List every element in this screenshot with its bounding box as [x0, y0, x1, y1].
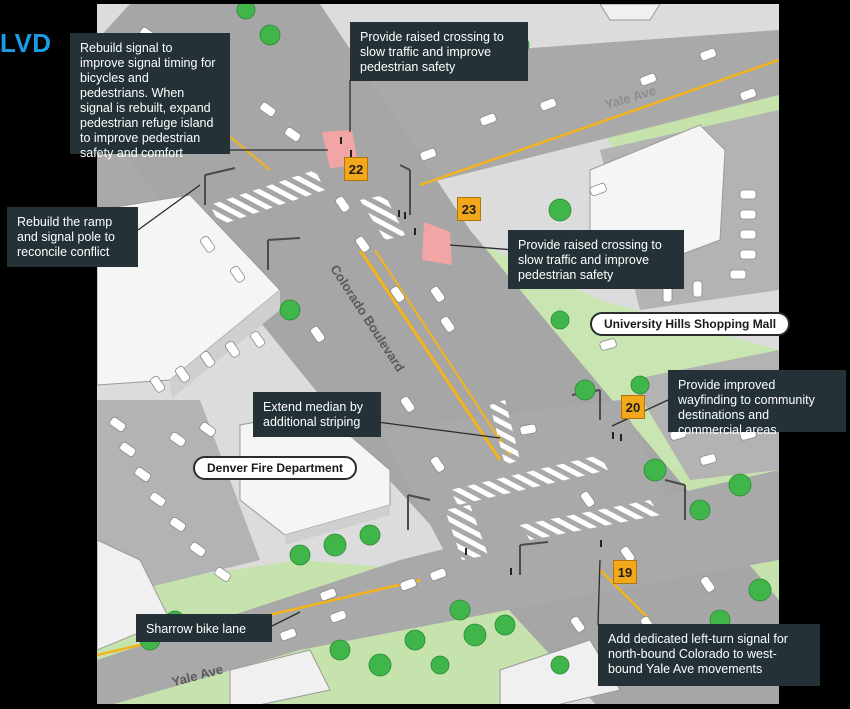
- cars: [109, 26, 757, 641]
- crosswalk-southwest: [445, 505, 488, 560]
- callout-extend-median: Extend median by additional striping: [253, 392, 381, 437]
- badge-22: 22: [344, 157, 368, 181]
- callout-left-turn-signal: Add dedicated left-turn signal for north…: [598, 624, 820, 686]
- raised-crossing-23: [422, 222, 452, 265]
- callout-sharrow-bike-lane: Sharrow bike lane: [136, 614, 272, 642]
- left-turn-lane-line: [599, 569, 651, 621]
- badge-20: 20: [621, 395, 645, 419]
- callout-wayfinding: Provide improved wayfinding to community…: [668, 370, 846, 437]
- label-denver-fire-department: Denver Fire Department: [193, 456, 358, 480]
- building-south: [229, 649, 331, 704]
- label-university-hills-mall: University Hills Shopping Mall: [590, 312, 791, 336]
- yale-north-lane-line: [419, 58, 779, 187]
- median-striping: [490, 400, 520, 465]
- callout-raised-crossing-23: Provide raised crossing to slow traffic …: [508, 230, 684, 289]
- crosswalk-southeast: [520, 500, 660, 540]
- fire-department-shadow: [285, 505, 390, 545]
- badge-19: 19: [613, 560, 637, 584]
- building-west-shadow: [170, 290, 280, 398]
- signal-poles: [204, 164, 686, 575]
- colorado-median-line: [358, 249, 502, 461]
- crosswalk-south: [450, 455, 608, 505]
- crosswalk-west: [210, 170, 325, 225]
- crosswalk-north: [360, 195, 405, 240]
- building-north: [599, 4, 661, 21]
- badge-23: 23: [457, 197, 481, 221]
- brand-logo-fragment: LVD: [0, 28, 52, 58]
- callout-raised-crossing-22: Provide raised crossing to slow traffic …: [350, 22, 528, 81]
- callout-rebuild-signal: Rebuild signal to improve signal timing …: [70, 33, 230, 160]
- parking-lot-west: [97, 400, 260, 600]
- colorado-median-line-2: [374, 249, 511, 456]
- callout-rebuild-ramp: Rebuild the ramp and signal pole to reco…: [7, 207, 138, 267]
- pedestrians: [340, 137, 622, 575]
